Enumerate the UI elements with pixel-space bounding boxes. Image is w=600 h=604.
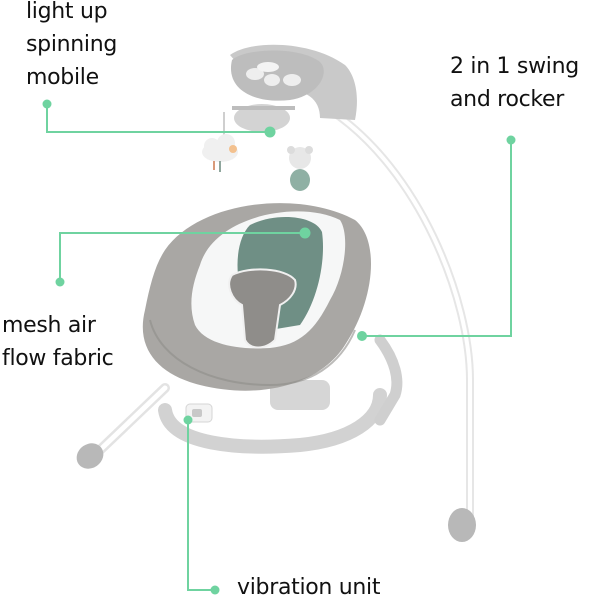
bear-toy [287, 146, 313, 191]
callout-label-vibration: vibration unit [237, 571, 380, 604]
callout-line-mobile [46, 104, 270, 133]
mobile-dome [234, 104, 290, 132]
callout-dot-icon [299, 227, 311, 239]
foot-right [448, 508, 476, 542]
callout-dot-icon [42, 99, 52, 109]
callout-text: mesh air [2, 313, 96, 338]
callout-dot-icon [357, 331, 367, 341]
callout-text: light up [26, 0, 108, 24]
callout-text: spinning [26, 32, 118, 57]
callout-label-swing: 2 in 1 swing and rocker [450, 50, 579, 116]
base-hub [270, 380, 330, 410]
panel-button [264, 74, 280, 86]
callout-dot-icon [506, 135, 516, 145]
callout-text: 2 in 1 swing [450, 54, 579, 79]
callout-dot-icon [183, 415, 193, 425]
callout-dot-icon [55, 277, 65, 287]
base-ring [158, 388, 387, 454]
callout-label-mobile: light up spinning mobile [26, 0, 117, 94]
callout-dot-icon [210, 585, 220, 595]
callout-dot-icon [264, 126, 276, 138]
callout-text: and rocker [450, 87, 565, 112]
callout-text: vibration unit [237, 575, 381, 600]
callout-label-mesh: mesh air flow fabric [2, 309, 114, 375]
callout-text: mobile [26, 65, 99, 90]
cloud-toy [202, 134, 238, 172]
panel-button [283, 74, 301, 86]
harness-pad [228, 268, 297, 349]
panel-button [246, 68, 264, 80]
callout-text: flow fabric [2, 346, 114, 371]
callout-line-vibration [187, 420, 215, 591]
foot-left [76, 443, 104, 469]
callout-line-swing [362, 140, 512, 337]
callout-line-mesh [59, 232, 305, 282]
panel-button [257, 62, 279, 72]
